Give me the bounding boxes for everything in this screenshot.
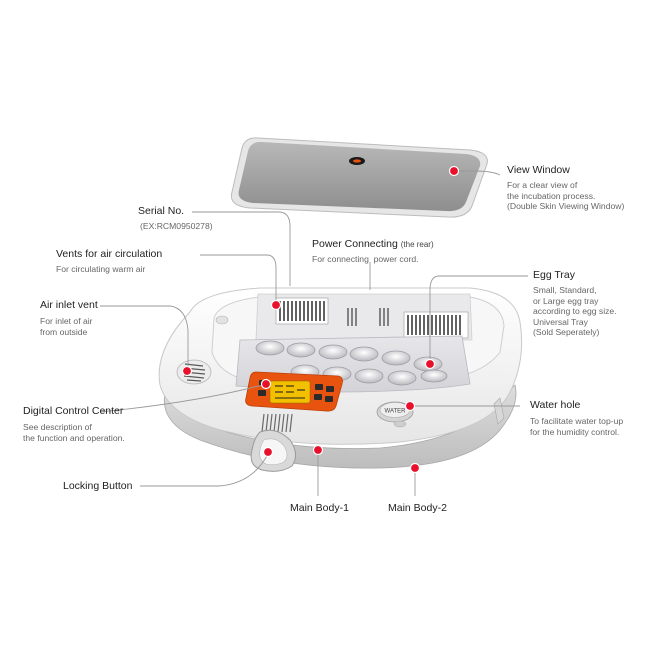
water-hole-desc: To facilitate water top-up for the humid…	[530, 416, 624, 437]
water-cap-text: WATER	[385, 409, 407, 415]
air-inlet-desc: For inlet of air from outside	[40, 316, 93, 337]
view-window-desc: For a clear view of the incubation proce…	[507, 180, 625, 212]
view-window-lid	[230, 137, 488, 218]
egg-tray-cups	[255, 340, 448, 386]
serial-no-desc: (EX:RCM0950278)	[140, 221, 213, 231]
leader-serial-no	[192, 211, 291, 286]
digital-control-title: Digital Control Center	[23, 405, 124, 417]
leader-digital-control	[99, 383, 267, 413]
main-body-1-title: Main Body-1	[290, 502, 349, 514]
water-hole-title: Water hole	[530, 399, 581, 411]
main-body-2-title: Main Body-2	[388, 502, 447, 514]
leader-locking-button	[140, 453, 269, 487]
panel-button-5[interactable]	[326, 386, 334, 392]
marker-main-body-1	[312, 444, 324, 456]
power-title-wrap: Power Connecting (the rear)	[312, 238, 434, 251]
view-window-title: View Window	[507, 164, 570, 176]
back-vent-right	[403, 311, 469, 339]
air-inlet-grille	[176, 359, 212, 385]
power-title-note: (the rear)	[400, 240, 434, 249]
marker-vents	[270, 299, 282, 311]
digital-control-desc: See description of the function and oper…	[23, 422, 125, 443]
locking-button[interactable]	[250, 429, 296, 472]
panel-button-4[interactable]	[314, 394, 322, 400]
leader-air-inlet	[100, 305, 189, 370]
panel-button-2[interactable]	[258, 390, 266, 396]
egg-tray-title: Egg Tray	[533, 269, 576, 281]
power-desc: For connecting power cord.	[312, 254, 419, 264]
air-inlet-title: Air inlet vent	[40, 299, 98, 311]
marker-view-window	[448, 165, 460, 177]
leader-lines	[99, 170, 528, 496]
serial-no-title: Serial No.	[138, 205, 185, 217]
water-hole-cap[interactable]: WATER	[376, 401, 414, 428]
main-body: WATER	[158, 287, 523, 472]
markers	[181, 165, 460, 474]
marker-water-hole	[404, 400, 416, 412]
vents-desc: For circulating warm air	[56, 264, 146, 274]
panel-button-3[interactable]	[315, 384, 323, 390]
panel-button-6[interactable]	[325, 396, 333, 402]
locking-button-title: Locking Button	[63, 480, 133, 492]
digital-control-panel	[245, 371, 343, 412]
marker-locking-button	[262, 446, 274, 458]
marker-egg-tray	[424, 358, 436, 370]
marker-digital-control	[260, 378, 272, 390]
marker-air-inlet	[181, 365, 193, 377]
egg-tray-desc: Small, Standard, or Large egg tray accor…	[533, 285, 617, 338]
vents-title: Vents for air circulation	[56, 248, 163, 260]
leader-vents	[200, 254, 277, 305]
back-vent-center	[347, 308, 389, 326]
power-title: Power Connecting	[312, 238, 398, 250]
marker-main-body-2	[409, 462, 421, 474]
side-latch	[493, 397, 505, 425]
front-vents	[261, 413, 293, 433]
leader-view-window	[454, 170, 501, 176]
leader-egg-tray	[429, 275, 528, 364]
back-vent-left	[275, 297, 329, 325]
